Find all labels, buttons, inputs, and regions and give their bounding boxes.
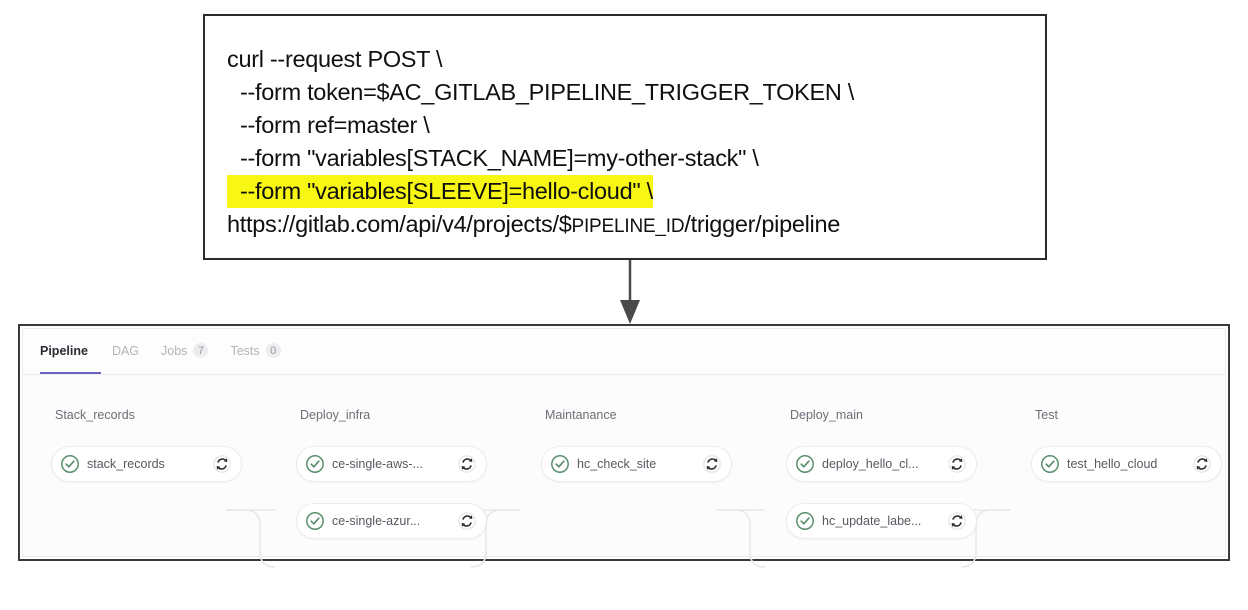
pipeline-panel: Pipeline DAG Jobs 7 Tests 0 [18, 324, 1230, 568]
tab-label: Jobs [161, 343, 188, 358]
tab-dag[interactable]: DAG [101, 329, 150, 374]
tab-tests[interactable]: Tests 0 [219, 329, 291, 374]
tab-label: Tests [230, 343, 260, 358]
pipeline-stages: Stack_records stack_records [23, 375, 1225, 568]
job-deploy-hello-cloud[interactable]: deploy_hello_cl... [786, 446, 977, 482]
curl-line-highlighted: --form "variables[SLEEVE]=hello-cloud" \ [227, 175, 653, 208]
success-check-icon [551, 455, 569, 473]
tab-label: Pipeline [40, 343, 88, 358]
job-ce-single-aws[interactable]: ce-single-aws-... [296, 446, 487, 482]
job-label: ce-single-aws-... [332, 457, 423, 471]
curl-command-lines: curl --request POST \ --form token=$AC_G… [227, 43, 1037, 243]
success-check-icon [61, 455, 79, 473]
pipeline-tab-bar: Pipeline DAG Jobs 7 Tests 0 [23, 329, 1225, 375]
pipeline-panel-inner: Pipeline DAG Jobs 7 Tests 0 [22, 328, 1226, 568]
curl-line: --form "variables[STACK_NAME]=my-other-s… [240, 145, 759, 171]
job-label: deploy_hello_cl... [822, 457, 919, 471]
retry-icon[interactable] [457, 511, 477, 531]
stage-title: Test [1035, 408, 1058, 422]
stage-title: Deploy_main [790, 408, 863, 422]
retry-icon[interactable] [457, 454, 477, 474]
success-check-icon [796, 455, 814, 473]
success-check-icon [796, 512, 814, 530]
stage-title: Maintanance [545, 408, 617, 422]
curl-line: --form ref=master \ [240, 112, 430, 138]
success-check-icon [1041, 455, 1059, 473]
retry-icon[interactable] [947, 511, 967, 531]
job-test-hello-cloud[interactable]: test_hello_cloud [1031, 446, 1222, 482]
job-label: ce-single-azur... [332, 514, 421, 528]
job-label: stack_records [87, 457, 165, 471]
job-label: hc_check_site [577, 457, 657, 471]
tab-tests-count: 0 [265, 343, 281, 358]
job-label: test_hello_cloud [1067, 457, 1158, 471]
tab-pipeline[interactable]: Pipeline [40, 329, 101, 374]
retry-icon[interactable] [212, 454, 232, 474]
stage-title: Deploy_infra [300, 408, 371, 422]
tab-jobs-count: 7 [193, 343, 209, 358]
retry-icon[interactable] [1192, 454, 1212, 474]
retry-icon[interactable] [702, 454, 722, 474]
job-hc-check-site[interactable]: hc_check_site [541, 446, 732, 482]
stage-title: Stack_records [55, 408, 135, 422]
tab-jobs[interactable]: Jobs 7 [150, 329, 219, 374]
success-check-icon [306, 455, 324, 473]
curl-url-variable: PIPELINE_ID [571, 216, 685, 237]
job-stack-records[interactable]: stack_records [51, 446, 242, 482]
curl-url-line: https://gitlab.com/api/v4/projects/$PIPE… [227, 208, 840, 243]
job-ce-single-azure[interactable]: ce-single-azur... [296, 503, 487, 539]
curl-url-prefix: https://gitlab.com/api/v4/projects/$ [227, 211, 572, 237]
curl-line: --form token=$AC_GITLAB_PIPELINE_TRIGGER… [240, 79, 855, 105]
retry-icon[interactable] [947, 454, 967, 474]
curl-line: curl --request POST \ [227, 46, 443, 72]
tab-label: DAG [111, 343, 140, 358]
job-label: hc_update_labe... [822, 514, 922, 528]
curl-command-box: curl --request POST \ --form token=$AC_G… [203, 14, 1047, 260]
down-arrow-icon [620, 260, 640, 324]
curl-url-suffix: /trigger/pipeline [684, 211, 840, 237]
success-check-icon [306, 512, 324, 530]
job-hc-update-label[interactable]: hc_update_labe... [786, 503, 977, 539]
